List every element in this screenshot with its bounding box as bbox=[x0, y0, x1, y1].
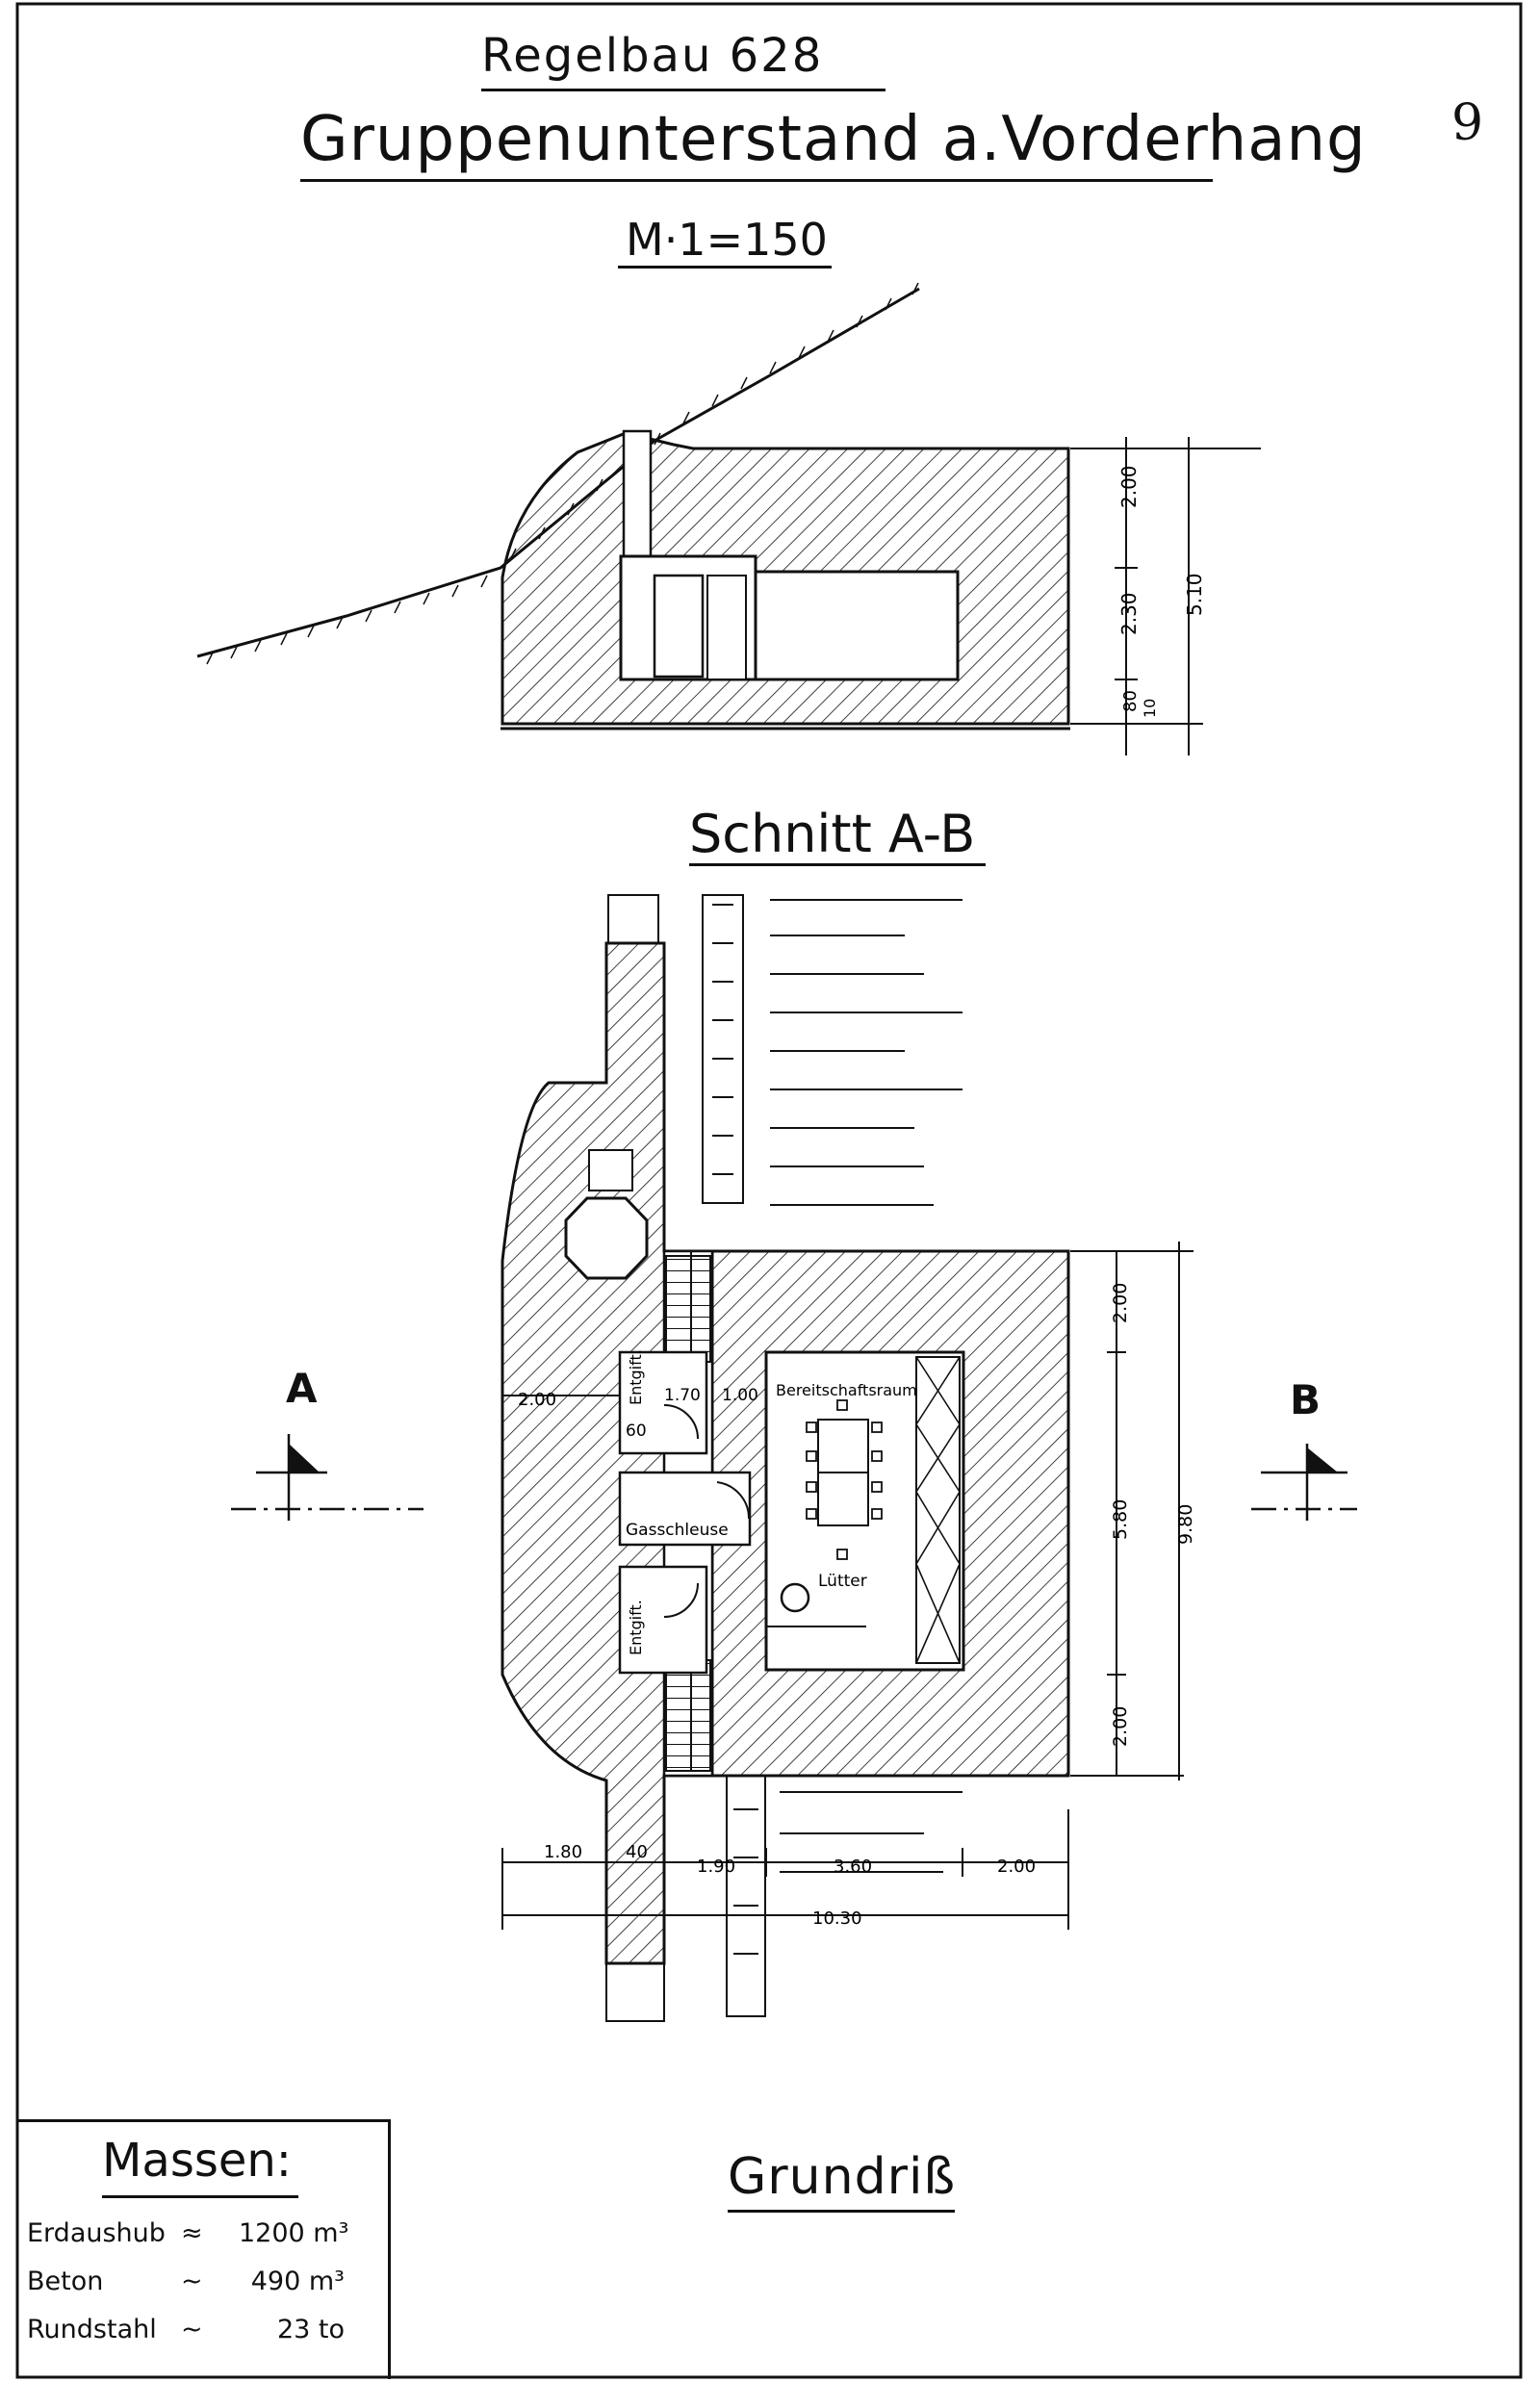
section-dimensions bbox=[1070, 437, 1261, 756]
title-underline-3 bbox=[618, 266, 832, 269]
dim-plan-right-top: 2.00 bbox=[1110, 1283, 1131, 1323]
section-label: Schnitt A-B bbox=[689, 804, 976, 864]
section-drawing: 2.00 2.30 80 10 5.10 bbox=[196, 282, 1261, 756]
dim-section-d2: 2.30 bbox=[1117, 592, 1141, 635]
plan-drawing bbox=[231, 894, 1357, 2022]
title-scale: M·1=150 bbox=[626, 214, 828, 266]
section-lock bbox=[706, 575, 747, 680]
dim-plan-170: 1.70 bbox=[664, 1386, 701, 1405]
plan-trench-bottom bbox=[605, 1775, 766, 2022]
masses-box: Massen: Erdaushub ≈1200 m³ Beton ~490 m³ R… bbox=[17, 2119, 391, 2379]
dim-section-d4: 10 bbox=[1141, 699, 1159, 718]
plan-room-entgift-bottom bbox=[618, 1565, 708, 1675]
room-label-entgift-top: Entgift. bbox=[627, 1349, 645, 1405]
masses-row-value: 1200 m³ bbox=[239, 2218, 349, 2248]
plan-wall-left bbox=[500, 941, 714, 1965]
dim-plan-b180: 1.80 bbox=[544, 1842, 582, 1862]
plan-dims-right bbox=[1070, 1242, 1194, 1780]
dim-plan-60: 60 bbox=[626, 1422, 647, 1441]
masses-title: Massen: bbox=[102, 2134, 292, 2188]
dim-section-d1: 2.00 bbox=[1117, 465, 1141, 508]
plan-label: Grundriß bbox=[728, 2148, 957, 2206]
dim-plan-b200: 2.00 bbox=[997, 1857, 1036, 1877]
masses-row-value: 490 m³ bbox=[250, 2267, 345, 2296]
dim-plan-b40: 40 bbox=[626, 1842, 648, 1862]
dim-plan-total: 10.30 bbox=[812, 1908, 862, 1929]
room-label-bereitschaft: Bereitschaftsraum bbox=[776, 1381, 917, 1399]
dim-plan-left-wall: 2.00 bbox=[518, 1390, 556, 1410]
title-underline-1 bbox=[481, 89, 886, 91]
dim-plan-right-total: 9.80 bbox=[1175, 1504, 1196, 1545]
sheet-border bbox=[15, 2, 1523, 2379]
masses-row-approx: ~ bbox=[181, 2267, 203, 2296]
room-label-luefter: Lütter bbox=[818, 1572, 867, 1591]
dim-section-total: 5.10 bbox=[1183, 573, 1206, 616]
room-label-entgift-bottom: Entgift. bbox=[627, 1600, 645, 1655]
section-door bbox=[653, 574, 705, 679]
masses-row-label: Rundstahl bbox=[27, 2315, 157, 2344]
page-number: 9 bbox=[1451, 94, 1484, 152]
title-underline-2 bbox=[300, 179, 1213, 182]
plan-octagon bbox=[564, 1196, 649, 1280]
plan-room-entgift-top bbox=[618, 1350, 708, 1455]
dim-plan-b360: 3.60 bbox=[834, 1857, 872, 1877]
masses-row-approx: ~ bbox=[181, 2315, 203, 2344]
masses-row-value: 23 to bbox=[276, 2315, 345, 2344]
title-regelbau: Regelbau 628 bbox=[481, 29, 824, 83]
section-marker-b: B bbox=[1290, 1376, 1322, 1423]
section-room-main bbox=[754, 570, 960, 681]
section-label-underline bbox=[689, 863, 986, 866]
dim-plan-right-bottom: 2.00 bbox=[1110, 1706, 1131, 1747]
section-marker-a: A bbox=[286, 1365, 318, 1412]
plan-stairs-bottom bbox=[665, 1659, 711, 1772]
dim-plan-100: 1.00 bbox=[722, 1386, 758, 1405]
plan-stairs-top bbox=[665, 1255, 711, 1363]
masses-title-underline bbox=[102, 2195, 298, 2198]
masses-row-beton: Beton ~490 m³ bbox=[27, 2267, 345, 2296]
plan-label-underline bbox=[728, 2210, 955, 2213]
dim-plan-right-mid: 5.80 bbox=[1110, 1499, 1131, 1540]
room-label-gasschleuse: Gasschleuse bbox=[626, 1521, 729, 1540]
masses-row-approx: ≈ bbox=[181, 2218, 203, 2248]
masses-row-erdaushub: Erdaushub ≈1200 m³ bbox=[27, 2218, 349, 2248]
title-main: Gruppenunterstand a.Vorderhang bbox=[300, 104, 1367, 175]
plan-trench-top bbox=[607, 894, 744, 1204]
section-shaft bbox=[622, 429, 653, 558]
dim-plan-b190: 1.90 bbox=[697, 1857, 735, 1877]
masses-row-label: Beton bbox=[27, 2267, 104, 2296]
masses-row-label: Erdaushub bbox=[27, 2218, 166, 2248]
dim-section-d3: 80 bbox=[1120, 690, 1141, 712]
masses-row-rundstahl: Rundstahl ~23 to bbox=[27, 2315, 345, 2344]
plan-dims-bottom bbox=[501, 1809, 1069, 1930]
